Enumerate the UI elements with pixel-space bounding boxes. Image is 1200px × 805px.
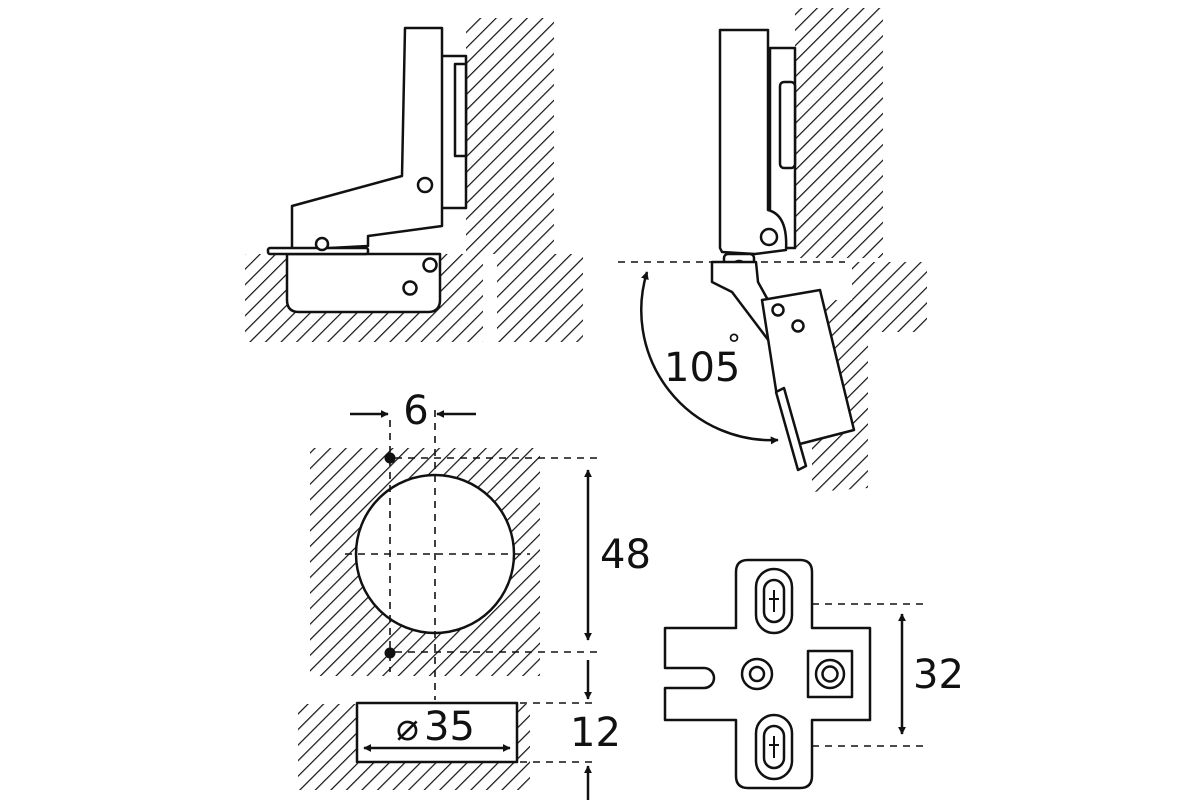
offset-label: 6 xyxy=(403,388,428,434)
door-panel-hatch-right xyxy=(497,254,583,342)
plate-spacing-label: 32 xyxy=(913,652,964,698)
closed-hinge-view xyxy=(245,18,583,342)
arm-pivot xyxy=(416,176,434,194)
cup-screw-open-1 xyxy=(771,303,785,317)
hinge-cup xyxy=(285,252,442,314)
drilling-pattern-view: 6 48 12 ⌀ 35 xyxy=(298,388,651,800)
adjustment-screw-inner xyxy=(821,665,839,683)
cup-screw-2 xyxy=(402,280,418,296)
mounting-plate-slot xyxy=(453,62,468,158)
angle-label: 105 xyxy=(664,345,740,391)
open-hinge-view: 105 ° xyxy=(618,8,927,492)
cabinet-wall-hatch xyxy=(466,18,554,254)
arm-pivot-open xyxy=(759,227,779,247)
cup-section xyxy=(355,701,519,764)
hinge-arm xyxy=(290,26,444,252)
edge-label: 12 xyxy=(570,710,621,756)
cup-screw-open-2 xyxy=(791,319,805,333)
cup-flange-open xyxy=(774,386,808,472)
door-face-hatch xyxy=(310,448,540,676)
degree-symbol: ° xyxy=(727,328,741,361)
mounting-plate-view: 32 xyxy=(663,558,964,790)
diameter-label: 35 xyxy=(424,704,475,750)
cup-screw-1 xyxy=(422,257,438,273)
diameter-symbol: ⌀ xyxy=(396,705,419,749)
cabinet-wall-hatch-open xyxy=(795,8,883,258)
screw-hole-bottom xyxy=(384,647,396,659)
angle-arc xyxy=(640,271,779,445)
link-pin xyxy=(314,236,330,252)
screw-hole-top xyxy=(384,452,396,464)
mounting-plate-slot-open xyxy=(778,80,797,170)
spacing-label: 48 xyxy=(600,532,651,578)
plate-screw-inner xyxy=(748,665,766,683)
